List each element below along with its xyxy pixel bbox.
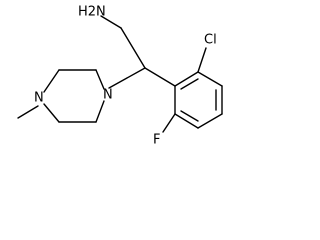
bond-ch-ring — [144, 67, 176, 87]
bond-nh2-ch2 — [100, 15, 122, 29]
amine-label: H2N — [78, 5, 106, 20]
fluorine-label: F — [153, 133, 160, 148]
chemical-structure: H2N Cl F N N — [17, 5, 223, 148]
bond-ch2-ch — [120, 27, 146, 69]
chlorine-label: Cl — [204, 33, 217, 48]
piperazine-n1-label: N — [103, 88, 113, 103]
bond-ring-cl — [197, 47, 207, 73]
bond-ring-f — [162, 113, 176, 133]
piperazine-ring — [43, 69, 105, 123]
benzene-ring — [174, 71, 223, 129]
piperazine-n4-label: N — [34, 91, 44, 106]
bond-ch-n1 — [108, 67, 146, 89]
bond-n-methyl — [17, 105, 39, 119]
